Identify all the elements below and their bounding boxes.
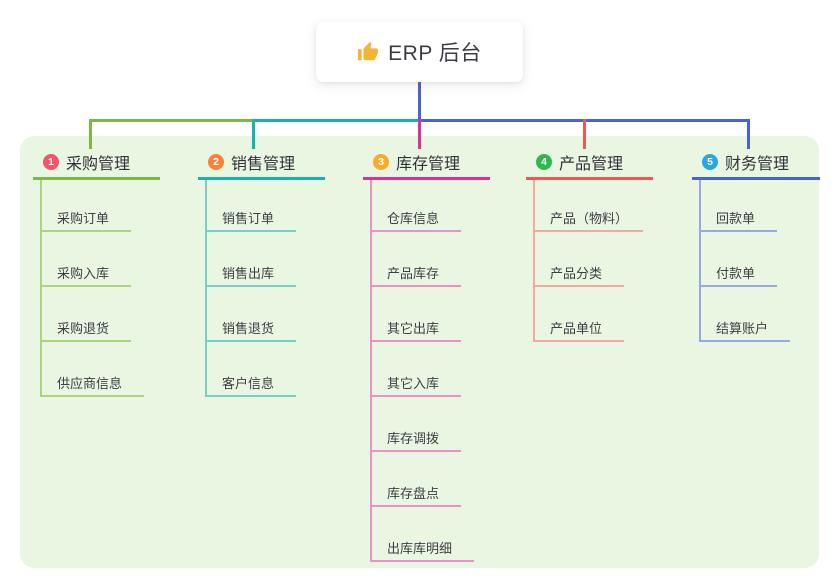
branch1-number-badge: 1: [43, 154, 59, 170]
branch3-number-badge: 3: [373, 154, 389, 170]
node-other-inbound[interactable]: 其它入库: [370, 369, 461, 397]
branch4-number-badge: 4: [536, 154, 552, 170]
node-product-stock[interactable]: 产品库存: [370, 259, 461, 287]
node-stock-transfer[interactable]: 库存调拨: [370, 424, 461, 452]
node-label: 回款单: [716, 211, 756, 226]
branch1-spine-connector: [40, 180, 42, 397]
branch2-label: 销售管理: [231, 156, 296, 173]
node-label: 采购订单: [57, 211, 110, 226]
node-label: 产品库存: [387, 266, 440, 281]
node-inventory-management[interactable]: 3 库存管理: [363, 147, 490, 180]
connector-drop-branch5: [747, 119, 750, 149]
node-product-management[interactable]: 4 产品管理: [526, 147, 653, 180]
node-finance-management[interactable]: 5 财务管理: [692, 147, 820, 180]
branch4-spine-connector: [533, 180, 535, 342]
node-label: 结算账户: [716, 321, 769, 336]
node-label: 采购退货: [57, 321, 110, 336]
root-node-erp[interactable]: ERP 后台: [316, 22, 523, 82]
node-label: 仓库信息: [387, 211, 440, 226]
thumbs-up-icon: [358, 41, 379, 61]
node-label: 产品单位: [550, 321, 603, 336]
node-label: 销售出库: [222, 266, 275, 281]
connector-branch2: [253, 119, 420, 122]
node-purchase-inbound[interactable]: 采购入库: [40, 259, 131, 287]
node-customer-info[interactable]: 客户信息: [205, 369, 296, 397]
node-other-outbound[interactable]: 其它出库: [370, 314, 461, 342]
node-purchase-management[interactable]: 1 采购管理: [33, 147, 160, 180]
node-label: 销售退货: [222, 321, 275, 336]
branch5-spine-connector: [699, 180, 701, 342]
branch4-label: 产品管理: [559, 156, 624, 173]
connector-drop-branch4: [583, 119, 586, 149]
branch3-spine-connector: [370, 180, 372, 562]
node-label: 采购入库: [57, 266, 110, 281]
node-product-unit[interactable]: 产品单位: [533, 314, 624, 342]
root-node-label: ERP 后台: [388, 42, 482, 65]
node-product-category[interactable]: 产品分类: [533, 259, 624, 287]
node-label: 供应商信息: [57, 376, 123, 391]
connector-drop-branch3: [418, 119, 421, 149]
node-payment-bill[interactable]: 付款单: [699, 259, 777, 287]
node-outbound-detail[interactable]: 出库库明细: [370, 534, 474, 562]
branch5-label: 财务管理: [725, 156, 790, 173]
node-sales-return[interactable]: 销售退货: [205, 314, 296, 342]
node-label: 库存盘点: [387, 486, 440, 501]
connector-branch1: [90, 119, 254, 122]
node-settlement-account[interactable]: 结算账户: [699, 314, 790, 342]
connector-drop-branch1: [89, 119, 92, 149]
node-label: 客户信息: [222, 376, 275, 391]
connector-drop-branch2: [252, 119, 255, 149]
branch3-label: 库存管理: [396, 156, 461, 173]
node-supplier-info[interactable]: 供应商信息: [40, 369, 144, 397]
node-sales-order[interactable]: 销售订单: [205, 204, 296, 232]
node-label: 出库库明细: [387, 541, 453, 556]
node-label: 产品分类: [550, 266, 603, 281]
node-purchase-order[interactable]: 采购订单: [40, 204, 131, 232]
node-warehouse-info[interactable]: 仓库信息: [370, 204, 461, 232]
branch5-number-badge: 5: [702, 154, 718, 170]
node-label: 其它出库: [387, 321, 440, 336]
branch1-label: 采购管理: [66, 156, 131, 173]
branches-background-panel: [20, 136, 819, 568]
branch2-spine-connector: [205, 180, 207, 397]
node-purchase-return[interactable]: 采购退货: [40, 314, 131, 342]
node-label: 库存调拨: [387, 431, 440, 446]
node-label: 付款单: [716, 266, 756, 281]
node-label: 产品（物料）: [550, 211, 629, 226]
node-sales-management[interactable]: 2 销售管理: [198, 147, 325, 180]
node-stock-taking[interactable]: 库存盘点: [370, 479, 461, 507]
root-trunk-connector: [418, 82, 421, 122]
node-receipt-bill[interactable]: 回款单: [699, 204, 777, 232]
node-label: 销售订单: [222, 211, 275, 226]
node-label: 其它入库: [387, 376, 440, 391]
node-sales-outbound[interactable]: 销售出库: [205, 259, 296, 287]
branch2-number-badge: 2: [208, 154, 224, 170]
node-product-material[interactable]: 产品（物料）: [533, 204, 643, 232]
